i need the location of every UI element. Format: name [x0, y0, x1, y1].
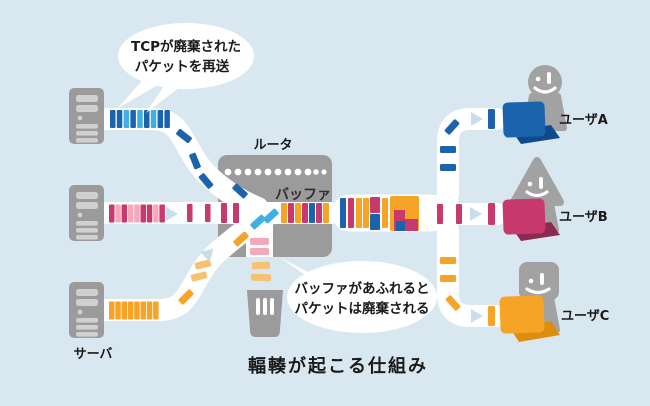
buffer-label: バッファ	[275, 187, 331, 203]
diagram-title: 輻輳が起こる仕組み	[248, 355, 428, 377]
router-label: ルータ	[253, 138, 292, 153]
packet-stream-user-a	[440, 109, 495, 171]
packet-stream-server2	[109, 203, 239, 223]
packet-stream-user-c	[440, 257, 495, 326]
overflow-line2: パケットは廃棄される	[295, 300, 430, 317]
flow-arrow-icon	[471, 112, 483, 126]
retransmit-line1: TCPが廃棄された	[131, 38, 241, 55]
user-c-label: ユーザC	[561, 309, 609, 324]
server1-icon	[69, 88, 104, 144]
server-label: サーバ	[74, 347, 113, 362]
flow-arrow-icon	[470, 207, 482, 221]
user-b-laptop-icon	[502, 198, 560, 241]
flow-arrow-icon	[200, 248, 214, 262]
user-a-laptop-icon	[502, 101, 560, 144]
server3-icon	[69, 282, 104, 338]
speech-bubble-retransmit: TCPが廃棄された パケットを再送	[118, 23, 254, 113]
user-a-label: ユーザA	[559, 113, 608, 128]
packet-merge-lightblue	[250, 208, 279, 230]
server2-icon	[69, 185, 104, 241]
packet-stream-server1	[110, 110, 248, 199]
packet-congestion-cluster	[340, 196, 419, 231]
retransmit-line2: パケットを再送	[135, 58, 230, 75]
user-b-label: ユーザB	[559, 210, 608, 225]
user-c-laptop-icon	[499, 295, 560, 342]
packet-stream-server3	[109, 231, 249, 320]
packet-stream-user-b	[437, 203, 495, 225]
pipe-server3-to-router	[95, 208, 275, 321]
overflow-line1: バッファがあふれると	[295, 280, 430, 297]
packet-buffer-queue	[281, 203, 329, 223]
speech-bubble-overflow: バッファがあふれると パケットは廃棄される	[281, 258, 437, 333]
packet-discard-stream	[250, 238, 272, 282]
flow-arrow-icon	[471, 309, 483, 323]
flow-arrow-icon	[166, 207, 178, 221]
router-vent-dots	[224, 168, 327, 176]
trash-icon	[247, 290, 283, 337]
